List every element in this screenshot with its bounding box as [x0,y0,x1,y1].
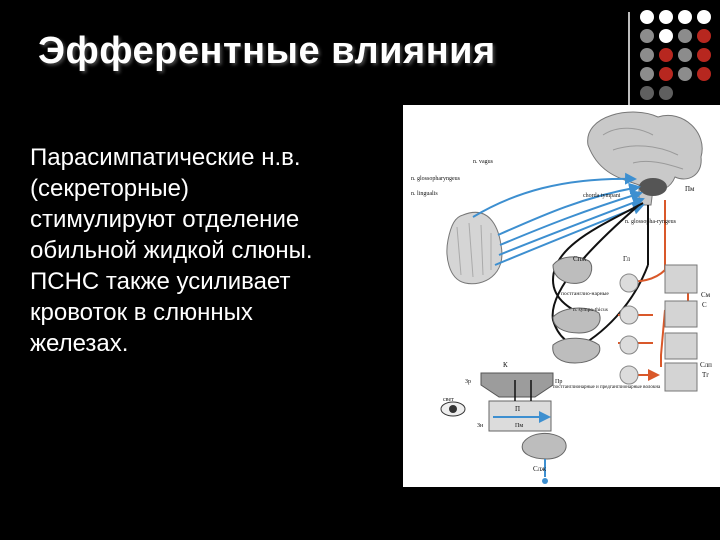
dot-dim [659,86,673,100]
brainstem-nucleus [639,178,667,196]
label-sm-upper: См [701,291,711,299]
salivary-innervation-diagram: n. vagus n. glossopharyngeus n. linguali… [403,105,720,487]
dot-gray [678,29,692,43]
dot-red [697,67,711,81]
dot-white [659,10,673,24]
body-line: кровоток в слюнных [30,297,390,328]
label-pi: Пм [685,185,695,193]
body-line: обильной жидкой слюны. [30,235,390,266]
label-postgang: постганглио-нарные [561,291,609,297]
body-line: ПСНС также усиливает [30,266,390,297]
label-saliva: Слж [533,465,546,473]
label-vagus: n. vagus [473,159,494,165]
label-pre-post: постганглионарные и предганглионарные во… [553,385,661,390]
label-zn: Зн [477,423,484,429]
body-text: Парасимпатические н.в. (секреторные) сти… [30,142,390,359]
label-k: К [503,361,508,369]
label-sm-lower: Слп [700,361,712,369]
dot-gray [678,48,692,62]
body-line: железах. [30,328,390,359]
dot-red [697,48,711,62]
dot-dim [640,86,654,100]
tongue-shape [447,212,502,283]
saliva-drop [522,433,566,484]
body-line: (секреторные) [30,173,390,204]
label-n-sympa: n. sympa-thicus [573,307,608,313]
dot-red [697,29,711,43]
label-p: П [515,405,520,413]
label-zr: Зр [465,379,471,385]
label-gl: Гл [623,255,631,263]
dot-gray [640,29,654,43]
dot-white [678,10,692,24]
dot-white [659,29,673,43]
label-pm: Пм [515,423,523,429]
label-chorda: chorda tympani [583,193,621,199]
dot-gray [640,67,654,81]
dot-red [659,67,673,81]
dot-white [697,10,711,24]
effector-boxes [665,265,697,391]
diagram-svg: n. vagus n. glossopharyngeus n. linguali… [403,105,720,487]
label-sm-lower-sub: Тг [702,371,709,379]
label-glosso-top: n. glossopharyngeus [411,176,461,182]
label-sm-upper-sub: С [702,301,707,309]
label-lingual: n. lingualis [411,191,438,197]
dot-gray [678,67,692,81]
slide-title: Эфферентные влияния [38,30,496,73]
eye-icon [441,402,465,416]
dot-gray [640,48,654,62]
dot-red [659,48,673,62]
body-line: Парасимпатические н.в. [30,142,390,173]
dot-white [640,10,654,24]
label-glosso-mid: n. glossopha-ryngeus [625,219,677,225]
label-sub: Спж [573,255,586,263]
label-svet: свет [443,397,454,403]
body-line: стимулируют отделение [30,204,390,235]
